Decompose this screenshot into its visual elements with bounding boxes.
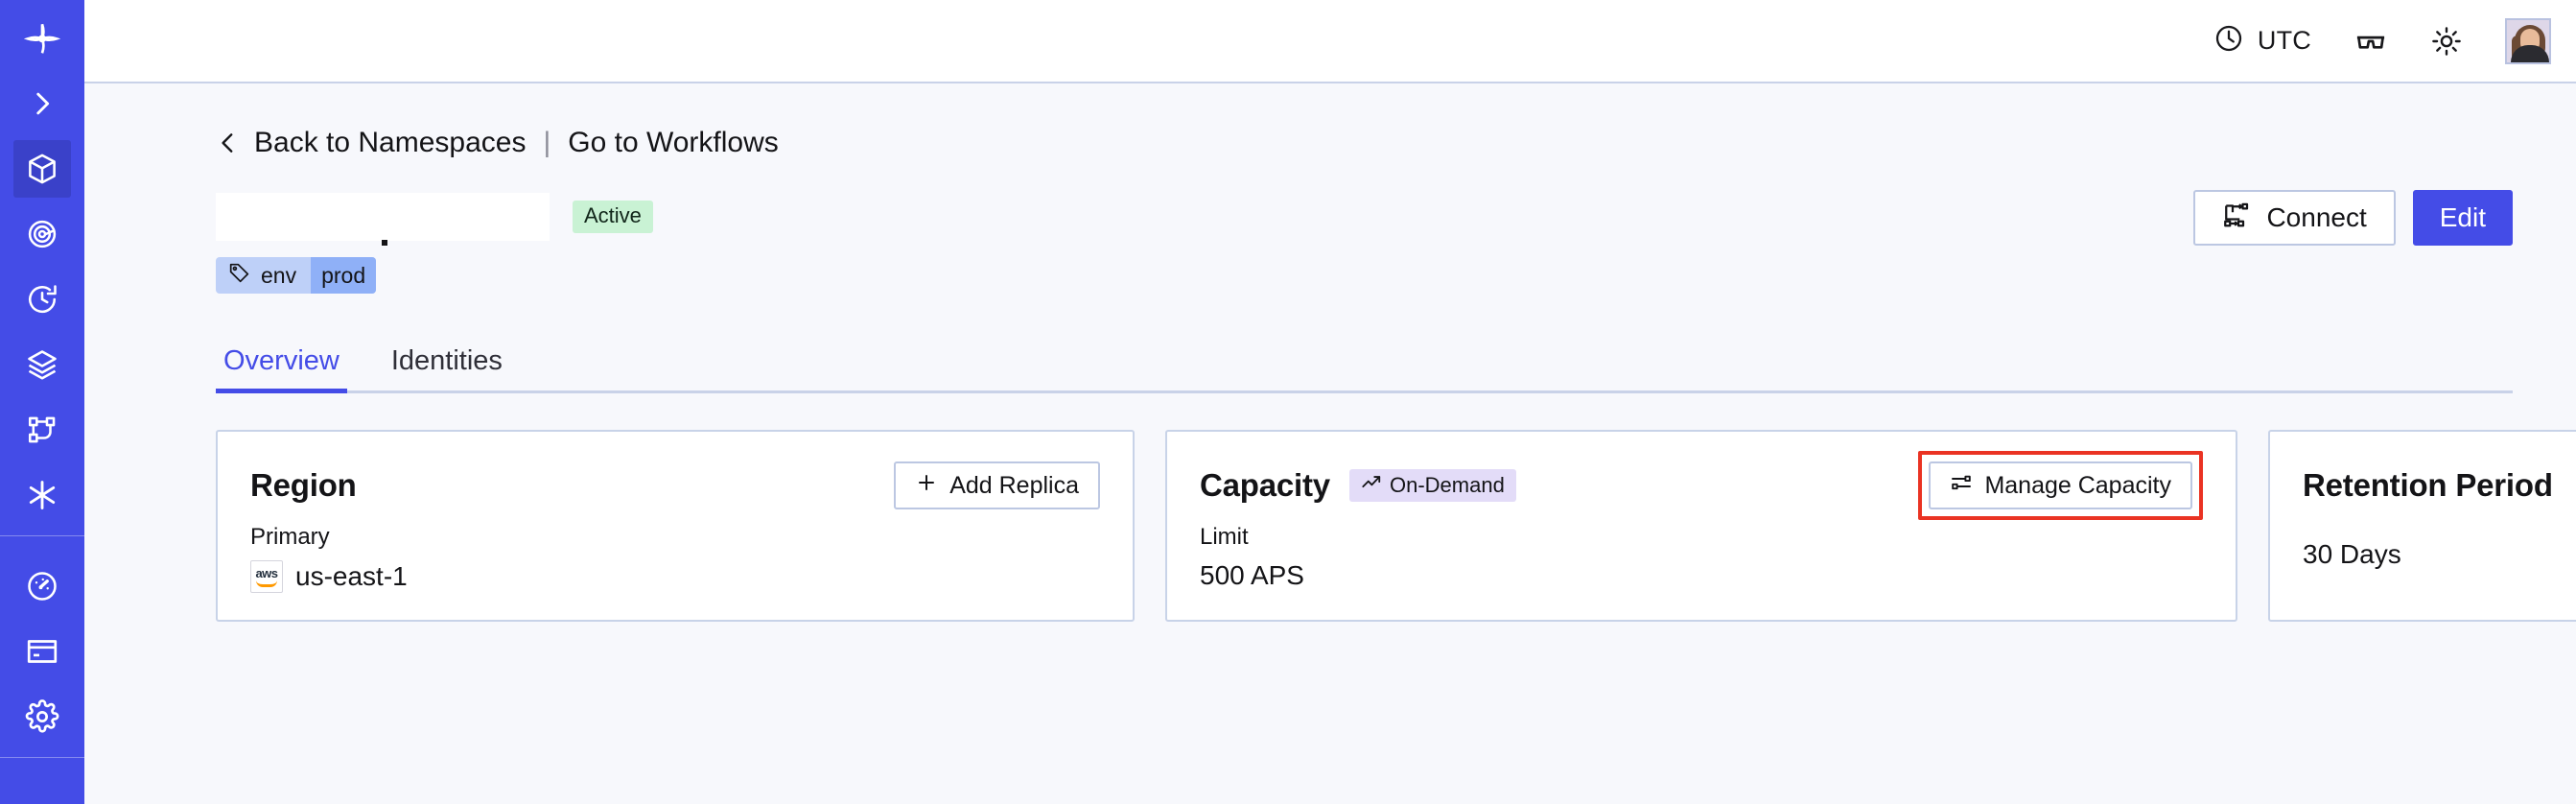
sidebar-item-batch-operations[interactable]: [13, 336, 71, 393]
sidebar-divider-2: [0, 757, 84, 758]
capacity-mode-chip: On-Demand: [1348, 469, 1516, 502]
sidebar-item-schedules[interactable]: [13, 271, 71, 328]
connect-button[interactable]: Connect: [2193, 190, 2396, 246]
retention-value: 30 Days: [2303, 539, 2401, 569]
main-area: UTC: [84, 0, 2576, 804]
timezone-label: UTC: [2257, 26, 2311, 55]
sun-icon[interactable]: [2430, 25, 2463, 58]
timezone-selector[interactable]: UTC: [2213, 23, 2311, 59]
main-sidebar: [0, 0, 84, 804]
overview-cards: Region Add Replica: [216, 430, 2576, 622]
namespace-tags: env prod: [216, 257, 2513, 294]
region-primary-label: Primary: [250, 524, 330, 550]
region-value-row: aws us-east-1: [250, 560, 1100, 593]
add-replica-button[interactable]: Add Replica: [894, 461, 1100, 509]
capacity-limit-value: 500 APS: [1200, 560, 1304, 590]
glasses-icon[interactable]: [2354, 24, 2388, 59]
region-card-actions: Add Replica: [894, 461, 1100, 509]
aws-logo-text: aws: [255, 565, 278, 580]
status-badge: Active: [573, 201, 653, 233]
retention-card: Retention Period 30 Days: [2268, 430, 2576, 622]
temporal-logo-icon[interactable]: [13, 13, 71, 67]
sidebar-item-usage[interactable]: [13, 557, 71, 615]
aws-logo-swoosh: [256, 580, 277, 587]
sidebar-item-workflows[interactable]: [13, 401, 71, 459]
edit-button[interactable]: Edit: [2412, 190, 2513, 246]
tag-chip-env[interactable]: env prod: [216, 257, 377, 294]
sidebar-item-observability[interactable]: [13, 205, 71, 263]
clock-icon: [2213, 23, 2244, 59]
expand-sidebar-icon[interactable]: [13, 75, 71, 132]
capacity-limit-label: Limit: [1200, 524, 1249, 550]
capacity-card-title: Capacity: [1200, 467, 1330, 503]
namespace-title-redacted: [216, 193, 550, 246]
page-content: Back to Namespaces | Go to Workflows Act…: [84, 83, 2576, 804]
tag-key: env: [261, 262, 297, 288]
sidebar-item-settings[interactable]: [13, 688, 71, 745]
add-replica-label: Add Replica: [949, 471, 1079, 499]
sidebar-divider-1: [0, 535, 84, 536]
manage-capacity-highlight: Manage Capacity: [1918, 451, 2203, 520]
breadcrumb-back-link[interactable]: Back to Namespaces: [254, 127, 527, 158]
region-value: us-east-1: [295, 561, 408, 591]
tag-icon: [228, 262, 250, 290]
plus-icon: [915, 471, 938, 501]
user-avatar[interactable]: [2505, 17, 2551, 64]
breadcrumb: Back to Namespaces | Go to Workflows: [216, 127, 2513, 159]
connect-icon: [2222, 201, 2251, 236]
sidebar-item-billing[interactable]: [13, 623, 71, 680]
namespace-tabs: Overview Identities: [216, 334, 2513, 393]
connect-button-label: Connect: [2266, 202, 2367, 232]
edit-button-label: Edit: [2439, 202, 2486, 232]
breadcrumb-separator: |: [543, 127, 551, 158]
sidebar-item-namespaces[interactable]: [13, 140, 71, 198]
capacity-mode-label: On-Demand: [1389, 473, 1505, 497]
tab-identities[interactable]: Identities: [390, 345, 503, 376]
chevron-left-icon[interactable]: [216, 129, 241, 157]
manage-capacity-button[interactable]: Manage Capacity: [1929, 461, 2192, 509]
capacity-card-actions: Manage Capacity: [1918, 451, 2203, 520]
aws-logo: aws: [250, 560, 283, 593]
sidebar-item-nexus[interactable]: [13, 466, 71, 524]
sliders-icon: [1950, 471, 1973, 501]
retention-card-title: Retention Period: [2303, 467, 2553, 503]
region-card-header: Region Add Replica: [250, 461, 1100, 510]
namespace-title-row: Active: [216, 190, 2513, 246]
topbar-actions: UTC: [2213, 17, 2551, 64]
retention-card-header: Retention Period: [2303, 461, 2576, 510]
tag-value: prod: [311, 257, 377, 294]
capacity-card-header: Capacity On-Demand: [1200, 451, 2203, 520]
namespace-header-actions: Connect Edit: [2193, 190, 2513, 246]
manage-capacity-label: Manage Capacity: [1984, 471, 2171, 499]
avatar-body: [2511, 44, 2549, 62]
trending-up-icon: [1361, 472, 1382, 499]
capacity-card: Capacity On-Demand: [1165, 430, 2237, 622]
region-card-title: Region: [250, 467, 357, 503]
breadcrumb-workflows-link[interactable]: Go to Workflows: [568, 127, 779, 158]
top-bar: UTC: [84, 0, 2576, 83]
tab-overview[interactable]: Overview: [216, 345, 347, 393]
region-card: Region Add Replica: [216, 430, 1135, 622]
